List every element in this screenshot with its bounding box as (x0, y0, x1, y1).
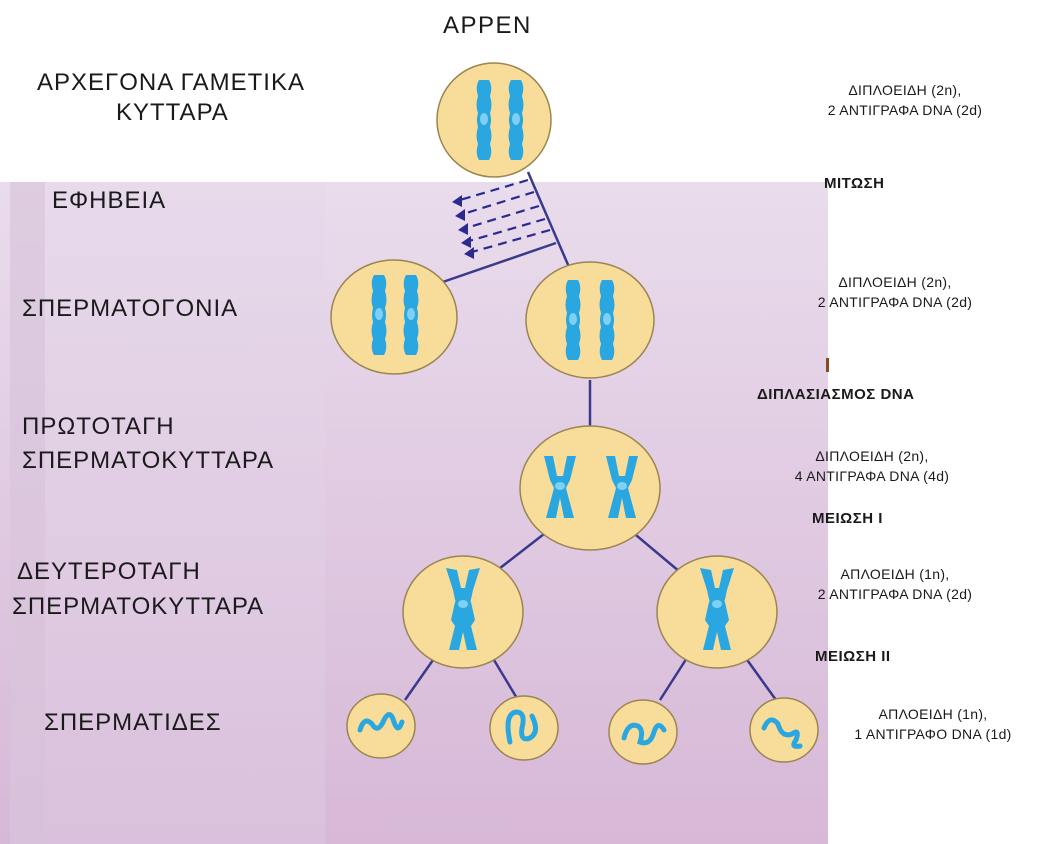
primary-spermatocyte-cell (520, 426, 660, 550)
stage-spermatogonia-label: ΣΠΕΡΜΑΤΟΓΟΝΙΑ (22, 294, 238, 324)
ploidy-spermatids-line2: 1 ΑΝΤΙΓΡΑΦΟ DNA (1d) (818, 724, 1048, 744)
ploidy-secondary: ΑΠΛΟΕΙΔΗ (1n), 2 ΑΝΤΙΓΡΑΦΑ DNA (2d) (780, 564, 1010, 604)
spermatid-cell-4 (750, 698, 818, 762)
replication-marker (826, 358, 829, 372)
stage-puberty-label: ΕΦΗΒΕΙΑ (52, 186, 166, 216)
stage-primary-label-line1: ΠΡΩΤΟΤΑΓΗ (22, 412, 175, 442)
ploidy-spermatids: ΑΠΛΟΕΙΔΗ (1n), 1 ΑΝΤΙΓΡΑΦΟ DNA (1d) (818, 704, 1048, 744)
stage-germ-label-line2: ΚΥΤΤΑΡΑ (116, 98, 229, 128)
ploidy-spermatogonia-line2: 2 ΑΝΤΙΓΡΑΦΑ DNA (2d) (780, 292, 1010, 312)
ploidy-primary-line1: ΔΙΠΛΟΕΙΔΗ (2n), (757, 446, 987, 466)
ploidy-primary: ΔΙΠΛΟΕΙΔΗ (2n), 4 ΑΝΤΙΓΡΑΦΑ DNA (4d) (757, 446, 987, 486)
spermatid-cell-2 (490, 696, 558, 760)
ploidy-secondary-line1: ΑΠΛΟΕΙΔΗ (1n), (780, 564, 1010, 584)
ploidy-primary-line2: 4 ΑΝΤΙΓΡΑΦΑ DNA (4d) (757, 466, 987, 486)
ploidy-germ: ΔΙΠΛΟΕΙΔΗ (2n), 2 ΑΝΤΙΓΡΑΦΑ DNA (2d) (790, 80, 1020, 120)
ploidy-spermatogonia-line1: ΔΙΠΛΟΕΙΔΗ (2n), (780, 272, 1010, 292)
germ-cell (437, 63, 551, 177)
ploidy-secondary-line2: 2 ΑΝΤΙΓΡΑΦΑ DNA (2d) (780, 584, 1010, 604)
spermatogonium-cell-left (331, 260, 457, 374)
secondary-spermatocyte-cell-left (403, 556, 523, 668)
process-dna-replication-label: ΔΙΠΛΑΣΙΑΣΜΟΣ DNA (757, 386, 914, 403)
process-meiosis1-label: ΜΕΙΩΣΗ Ι (812, 510, 883, 527)
ploidy-spermatogonia: ΔΙΠΛΟΕΙΔΗ (2n), 2 ΑΝΤΙΓΡΑΦΑ DNA (2d) (780, 272, 1010, 312)
secondary-spermatocyte-cell-right (657, 556, 777, 668)
process-meiosis2-label: ΜΕΙΩΣΗ ΙΙ (815, 648, 891, 665)
diagram-title: ΑΡΡΕΝ (443, 12, 532, 40)
spermatid-cell-1 (347, 694, 415, 758)
stage-secondary-label-line1: ΔΕΥΤΕΡΟΤΑΓΗ (17, 557, 201, 587)
background-left-strip (10, 182, 45, 844)
background-mid-strip (45, 182, 325, 844)
ploidy-germ-line1: ΔΙΠΛΟΕΙΔΗ (2n), (790, 80, 1020, 100)
stage-primary-label-line2: ΣΠΕΡΜΑΤΟΚΥΤΤΑΡΑ (22, 446, 274, 476)
spermatid-cell-3 (609, 700, 677, 764)
spermatogonium-cell-right (526, 262, 654, 378)
ploidy-germ-line2: 2 ΑΝΤΙΓΡΑΦΑ DNA (2d) (790, 100, 1020, 120)
stage-germ-label-line1: ΑΡΧΕΓΟΝΑ ΓΑΜΕΤΙΚΑ (37, 68, 305, 98)
stage-secondary-label-line2: ΣΠΕΡΜΑΤΟΚΥΤΤΑΡΑ (12, 592, 264, 622)
process-mitosis-label: ΜΙΤΩΣΗ (824, 175, 884, 192)
ploidy-spermatids-line1: ΑΠΛΟΕΙΔΗ (1n), (818, 704, 1048, 724)
stage-spermatids-label: ΣΠΕΡΜΑΤΙΔΕΣ (44, 708, 222, 738)
